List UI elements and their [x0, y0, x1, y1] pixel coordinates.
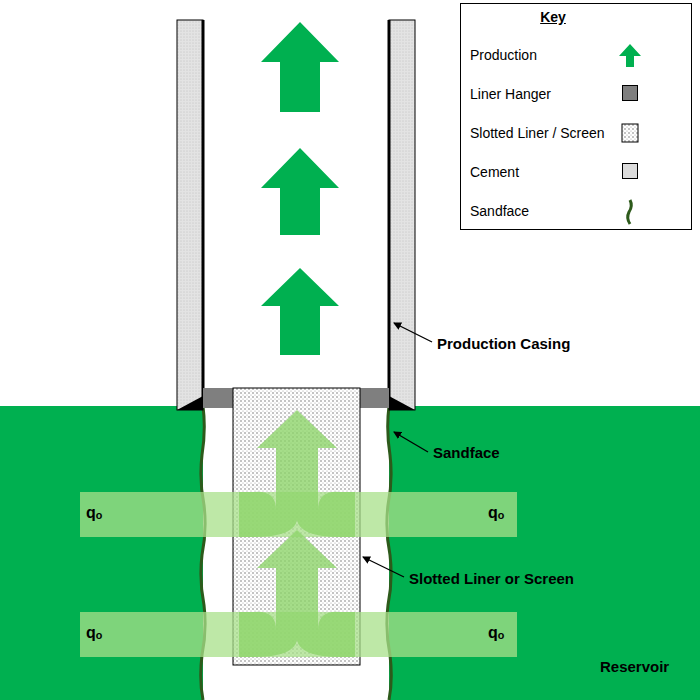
legend-text: Sandface	[470, 203, 529, 219]
flow-rate-label: qₒ	[86, 504, 102, 522]
part-label: Slotted Liner or Screen	[409, 570, 574, 587]
leader-line	[394, 432, 428, 452]
cement-column	[177, 20, 203, 410]
leader-line	[394, 323, 432, 342]
key-heading: Key	[540, 9, 566, 25]
legend-text: Cement	[470, 164, 519, 180]
part-label: Production Casing	[437, 335, 570, 352]
legend-swatch	[622, 163, 638, 179]
production-arrows	[261, 22, 339, 355]
legend-text: Production	[470, 47, 537, 63]
leader-line	[363, 557, 404, 577]
merging-flow	[239, 410, 355, 657]
cement-column	[389, 20, 415, 410]
flow-rate-label: qₒ	[488, 504, 504, 522]
legend-swatch	[622, 85, 638, 101]
flow-rate-label: qₒ	[488, 624, 504, 642]
casing-shoe	[389, 396, 415, 410]
key-box	[461, 4, 692, 230]
legend-text: Liner Hanger	[470, 86, 551, 102]
sandface-sample	[628, 200, 632, 224]
region-label: Reservoir	[600, 658, 669, 675]
production-sample	[619, 44, 641, 67]
part-label: Sandface	[433, 444, 500, 461]
flow-rate-label: qₒ	[86, 624, 102, 642]
casing-shoe	[177, 396, 203, 410]
screen-sample	[622, 124, 638, 142]
legend-text: Slotted Liner / Screen	[470, 125, 605, 141]
casing-wall	[202, 20, 205, 400]
casing-wall	[388, 20, 391, 400]
